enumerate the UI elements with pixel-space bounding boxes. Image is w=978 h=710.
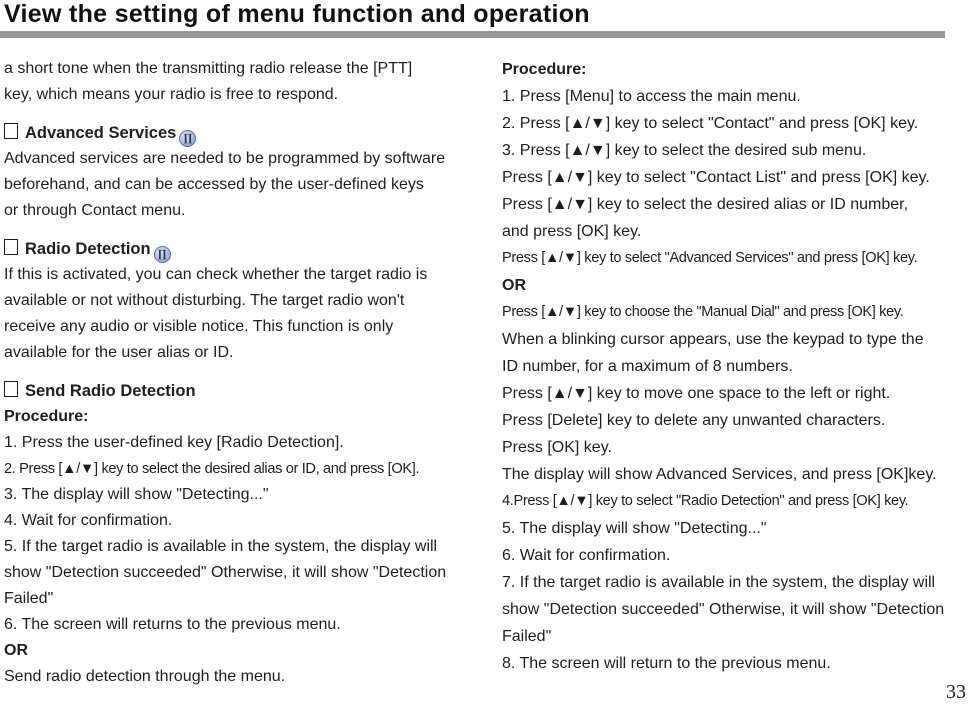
procedure-step: 7. If the target radio is available in t… <box>502 574 936 591</box>
procedure-step: Press [▲/▼] key to select "Contact List"… <box>502 169 930 186</box>
right-column: Procedure: 1. Press [Menu] to access the… <box>502 56 974 677</box>
procedure-step: Press [▲/▼] key to move one space to the… <box>502 385 891 402</box>
text-line: Send radio detection through the menu. <box>4 668 286 685</box>
section-heading-label: Radio Detection <box>25 240 151 258</box>
procedure-step: show "Detection succeeded" Otherwise, it… <box>502 601 945 618</box>
procedure-step: The display will show Advanced Services,… <box>502 466 937 483</box>
checkbox-icon <box>4 239 18 255</box>
procedure-step: 5. If the target radio is available in t… <box>4 538 438 555</box>
procedure-step: 1. Press [Menu] to access the main menu. <box>502 88 801 105</box>
procedure-step: 4.Press [▲/▼] key to select "Radio Detec… <box>502 493 909 509</box>
section-heading-advanced-services: Advanced Services ∏ <box>4 120 491 147</box>
checkbox-icon <box>4 123 18 139</box>
badge-glyph: ∏ <box>157 248 167 260</box>
text-line: beforehand, and can be accessed by the u… <box>4 176 424 193</box>
or-label: OR <box>4 642 28 659</box>
procedure-step: Press [▲/▼] key to choose the "Manual Di… <box>502 304 904 320</box>
feature-badge-icon: ∏ <box>153 246 171 263</box>
page-number: 33 <box>946 681 966 703</box>
text-line: available or not without disturbing. The… <box>4 292 405 309</box>
procedure-step: 5. The display will show "Detecting..." <box>502 520 767 537</box>
text-line: available for the user alias or ID. <box>4 344 234 361</box>
procedure-label: Procedure: <box>502 61 587 78</box>
procedure-step: When a blinking cursor appears, use the … <box>502 331 924 348</box>
text-line: or through Contact menu. <box>4 202 186 219</box>
procedure-step: 8. The screen will return to the previou… <box>502 655 831 672</box>
procedure-step: 2. Press [▲/▼] key to select "Contact" a… <box>502 115 919 132</box>
procedure-step: 2. Press [▲/▼] key to select the desired… <box>4 461 420 477</box>
procedure-step: 3. Press [▲/▼] key to select the desired… <box>502 142 867 159</box>
procedure-step: and press [OK] key. <box>502 223 642 240</box>
procedure-step: 4. Wait for confirmation. <box>4 512 173 529</box>
procedure-step: Press [OK] key. <box>502 439 612 456</box>
procedure-step: Failed" <box>4 590 54 607</box>
section-heading-radio-detection: Radio Detection ∏ <box>4 236 491 263</box>
text-line: key, which means your radio is free to r… <box>4 86 339 103</box>
procedure-step: ID number, for a maximum of 8 numbers. <box>502 358 793 375</box>
procedure-step: 6. Wait for confirmation. <box>502 547 671 564</box>
badge-glyph: ∏ <box>183 132 193 144</box>
text-line: receive any audio or visible notice. Thi… <box>4 318 394 335</box>
procedure-step: 3. The display will show "Detecting..." <box>4 486 269 503</box>
procedure-step: Press [Delete] key to delete any unwante… <box>502 412 886 429</box>
feature-badge-icon: ∏ <box>179 130 197 147</box>
procedure-step: 1. Press the user-defined key [Radio Det… <box>4 434 344 451</box>
text-line: a short tone when the transmitting radio… <box>4 60 413 77</box>
section-heading-send-radio-detection: Send Radio Detection <box>4 378 491 404</box>
section-heading-label: Advanced Services <box>25 124 177 142</box>
section-heading-label: Send Radio Detection <box>25 382 196 400</box>
procedure-label: Procedure: <box>4 408 89 425</box>
checkbox-icon <box>4 381 18 397</box>
or-label: OR <box>502 277 526 294</box>
title-divider <box>0 31 945 38</box>
text-line: Advanced services are needed to be progr… <box>4 150 446 167</box>
procedure-step: 6. The screen will returns to the previo… <box>4 616 341 633</box>
left-column: a short tone when the transmitting radio… <box>4 56 491 690</box>
text-line: If this is activated, you can check whet… <box>4 266 428 283</box>
procedure-step: show "Detection succeeded" Otherwise, it… <box>4 564 447 581</box>
procedure-step: Press [▲/▼] key to select "Advanced Serv… <box>502 250 918 266</box>
procedure-step: Press [▲/▼] key to select the desired al… <box>502 196 909 213</box>
page-title: View the setting of menu function and op… <box>4 0 590 28</box>
procedure-step: Failed" <box>502 628 552 645</box>
